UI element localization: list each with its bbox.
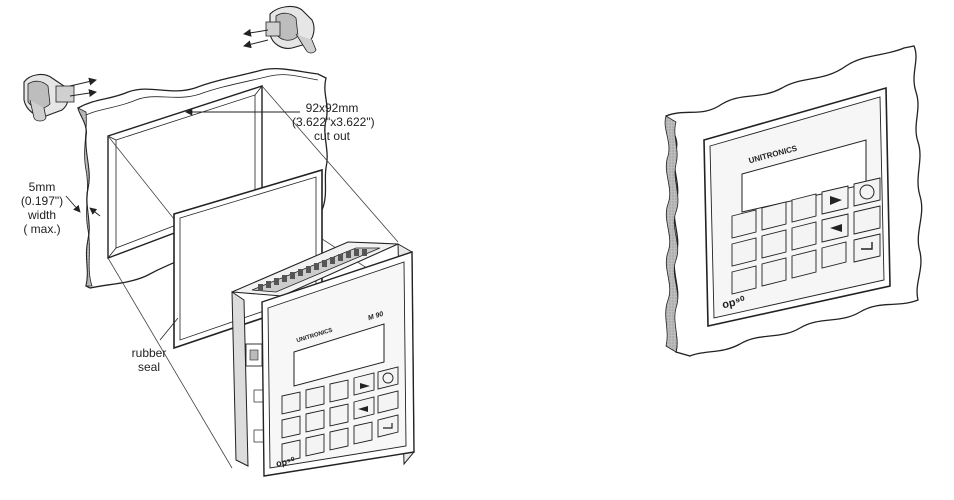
cutout-size-inches: (3.622"x3.622") [292,115,375,129]
thickness-mm: 5mm [28,180,56,194]
thickness-caption: width [27,208,56,222]
mounting-panel [77,68,328,289]
cutout-size: 92x92mm [305,101,359,115]
thickness-max: ( max.) [23,222,61,236]
cutout-label: 92x92mm (3.622"x3.622") cut out [292,101,375,143]
controller-unit [231,241,415,477]
seal-line-2: seal [137,360,160,374]
panel-thickness-label: 5mm (0.197") width ( max.) [12,180,72,236]
cutout-caption: cut out [313,129,351,143]
mounting-bracket-left [23,73,97,122]
mounting-bracket-right [243,5,317,54]
thickness-inches: (0.197") [20,194,64,208]
mounted-panel [664,45,923,357]
seal-line-1: rubber [131,346,167,360]
terminal-block [258,249,367,291]
rubber-seal-label: rubber seal [126,346,172,374]
